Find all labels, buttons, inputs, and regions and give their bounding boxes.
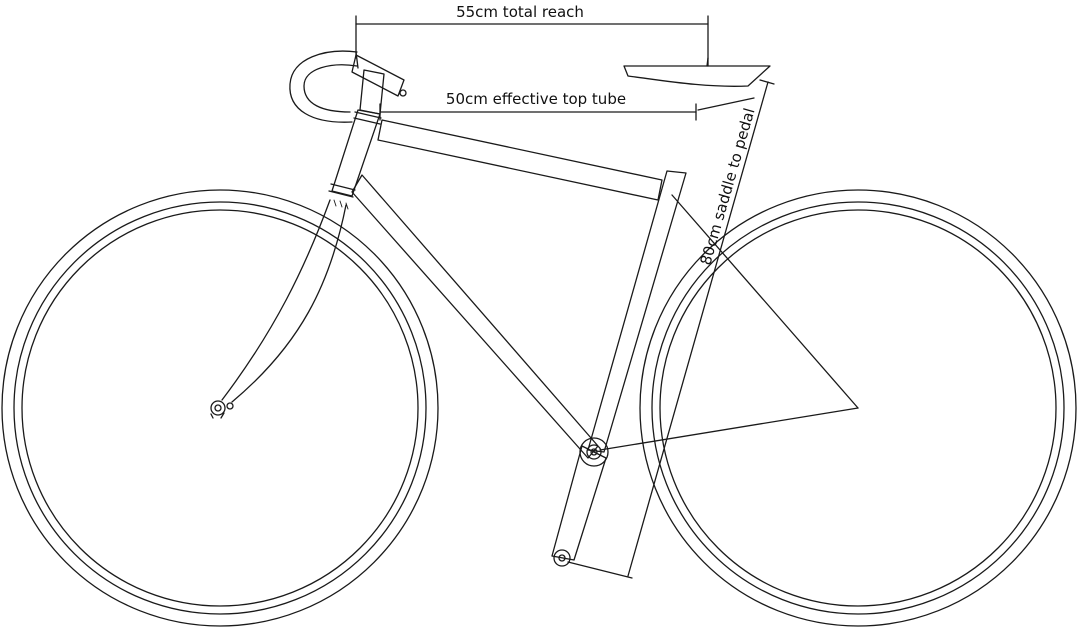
front-tire-outer <box>1 189 439 627</box>
crank-arm <box>551 445 607 567</box>
handlebar-assembly <box>289 50 407 123</box>
front-wheel <box>1 189 439 627</box>
rear-tire-inner <box>651 201 1065 615</box>
rear-rim <box>659 209 1057 607</box>
down-tube <box>351 174 599 459</box>
saddle-to-pedal-dimension: 80cm saddle to pedal <box>567 79 775 579</box>
stem <box>351 54 405 97</box>
chain-stay <box>599 407 859 451</box>
headset-lower <box>328 183 356 198</box>
stem-bolt <box>399 89 407 97</box>
pedal-spindle <box>553 549 571 567</box>
headset-upper <box>353 111 382 125</box>
front-hub <box>210 400 234 419</box>
front-rim <box>21 209 419 607</box>
frame <box>221 109 859 459</box>
seat-stay <box>671 194 859 409</box>
total-reach-dimension: 55cm total reach <box>355 3 709 67</box>
total-reach-label: 55cm total reach <box>456 3 584 21</box>
fork <box>221 199 347 403</box>
saddle <box>623 57 771 87</box>
fork-crown-detail <box>333 199 349 210</box>
drop-handlebar <box>289 50 358 123</box>
effective-top-tube-dimension: 50cm effective top tube <box>379 90 697 121</box>
rear-wheel <box>639 189 1077 627</box>
rear-tire-outer <box>639 189 1077 627</box>
front-tire-inner <box>13 201 427 615</box>
effective-top-tube-label: 50cm effective top tube <box>446 90 626 108</box>
seat-tube <box>587 170 687 453</box>
top-tube <box>377 119 663 201</box>
